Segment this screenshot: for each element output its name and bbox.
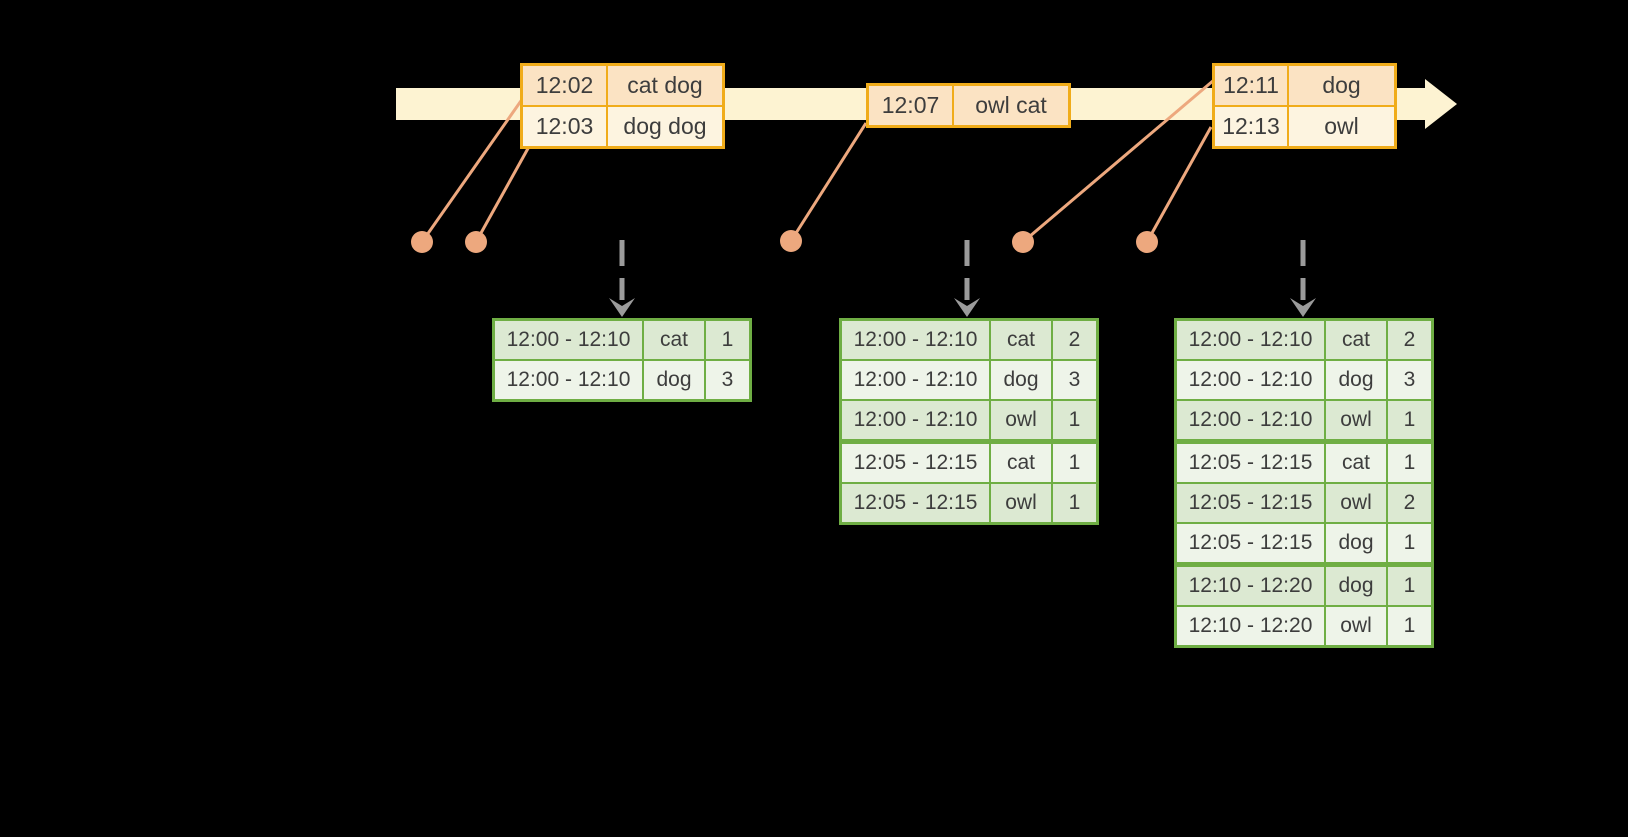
arrow-down-icon xyxy=(1290,298,1316,317)
time-cell: 12:03 xyxy=(520,105,608,149)
count-cell: 3 xyxy=(704,359,752,402)
words-cell: owl xyxy=(1287,105,1397,149)
words-cell: cat dog xyxy=(606,63,725,107)
trigger-arrow xyxy=(1290,240,1316,317)
word-cell: owl xyxy=(1324,399,1388,443)
count-cell: 3 xyxy=(1386,359,1434,401)
word-cell: dog xyxy=(1324,522,1388,566)
arrow-down-icon xyxy=(609,298,635,317)
words-cell: dog xyxy=(1287,63,1397,107)
window-cell: 12:00 - 12:10 xyxy=(839,318,991,361)
window-cell: 12:05 - 12:15 xyxy=(1174,439,1326,484)
count-cell: 1 xyxy=(1386,439,1434,484)
window-cell: 12:05 - 12:15 xyxy=(839,482,991,525)
count-cell: 1 xyxy=(1386,399,1434,443)
connector-line xyxy=(474,142,533,243)
word-cell: cat xyxy=(1324,318,1388,361)
count-cell: 2 xyxy=(1051,318,1099,361)
connector-line xyxy=(789,122,868,242)
count-cell: 1 xyxy=(1051,482,1099,525)
time-cell: 12:02 xyxy=(520,63,608,107)
arrow-down-icon xyxy=(954,298,980,317)
count-cell: 1 xyxy=(704,318,752,361)
window-cell: 12:00 - 12:10 xyxy=(839,399,991,443)
connector-line xyxy=(1145,126,1213,243)
window-cell: 12:00 - 12:10 xyxy=(839,359,991,401)
word-cell: cat xyxy=(642,318,706,361)
event-dot xyxy=(465,231,487,253)
count-cell: 2 xyxy=(1386,318,1434,361)
words-cell: owl cat xyxy=(952,83,1071,128)
window-cell: 12:05 - 12:15 xyxy=(1174,522,1326,566)
time-cell: 12:11 xyxy=(1212,63,1289,107)
time-cell: 12:07 xyxy=(866,83,954,128)
window-cell: 12:05 - 12:15 xyxy=(1174,482,1326,524)
word-cell: owl xyxy=(1324,605,1388,648)
count-cell: 1 xyxy=(1051,439,1099,484)
count-cell: 1 xyxy=(1386,562,1434,607)
window-cell: 12:00 - 12:10 xyxy=(1174,318,1326,361)
connector-line xyxy=(1022,78,1215,244)
event-dot xyxy=(780,230,802,252)
word-cell: owl xyxy=(989,482,1053,525)
count-cell: 1 xyxy=(1386,522,1434,566)
count-cell: 3 xyxy=(1051,359,1099,401)
word-cell: cat xyxy=(989,318,1053,361)
timeline-arrowhead-icon xyxy=(1425,79,1457,129)
word-cell: owl xyxy=(989,399,1053,443)
time-cell: 12:13 xyxy=(1212,105,1289,149)
word-cell: dog xyxy=(1324,359,1388,401)
trigger-arrow xyxy=(609,240,635,317)
window-cell: 12:00 - 12:10 xyxy=(492,318,644,361)
window-cell: 12:00 - 12:10 xyxy=(1174,359,1326,401)
word-cell: cat xyxy=(989,439,1053,484)
count-cell: 2 xyxy=(1386,482,1434,524)
word-cell: owl xyxy=(1324,482,1388,524)
trigger-arrow xyxy=(954,240,980,317)
words-cell: dog dog xyxy=(606,105,725,149)
word-cell: dog xyxy=(642,359,706,402)
count-cell: 1 xyxy=(1051,399,1099,443)
window-cell: 12:10 - 12:20 xyxy=(1174,562,1326,607)
connector-line xyxy=(420,97,525,243)
event-dot xyxy=(1012,231,1034,253)
event-dot xyxy=(1136,231,1158,253)
word-cell: dog xyxy=(1324,562,1388,607)
window-cell: 12:10 - 12:20 xyxy=(1174,605,1326,648)
event-dot xyxy=(411,231,433,253)
word-cell: dog xyxy=(989,359,1053,401)
count-cell: 1 xyxy=(1386,605,1434,648)
window-cell: 12:00 - 12:10 xyxy=(492,359,644,402)
word-cell: cat xyxy=(1324,439,1388,484)
window-cell: 12:05 - 12:15 xyxy=(839,439,991,484)
window-cell: 12:00 - 12:10 xyxy=(1174,399,1326,443)
